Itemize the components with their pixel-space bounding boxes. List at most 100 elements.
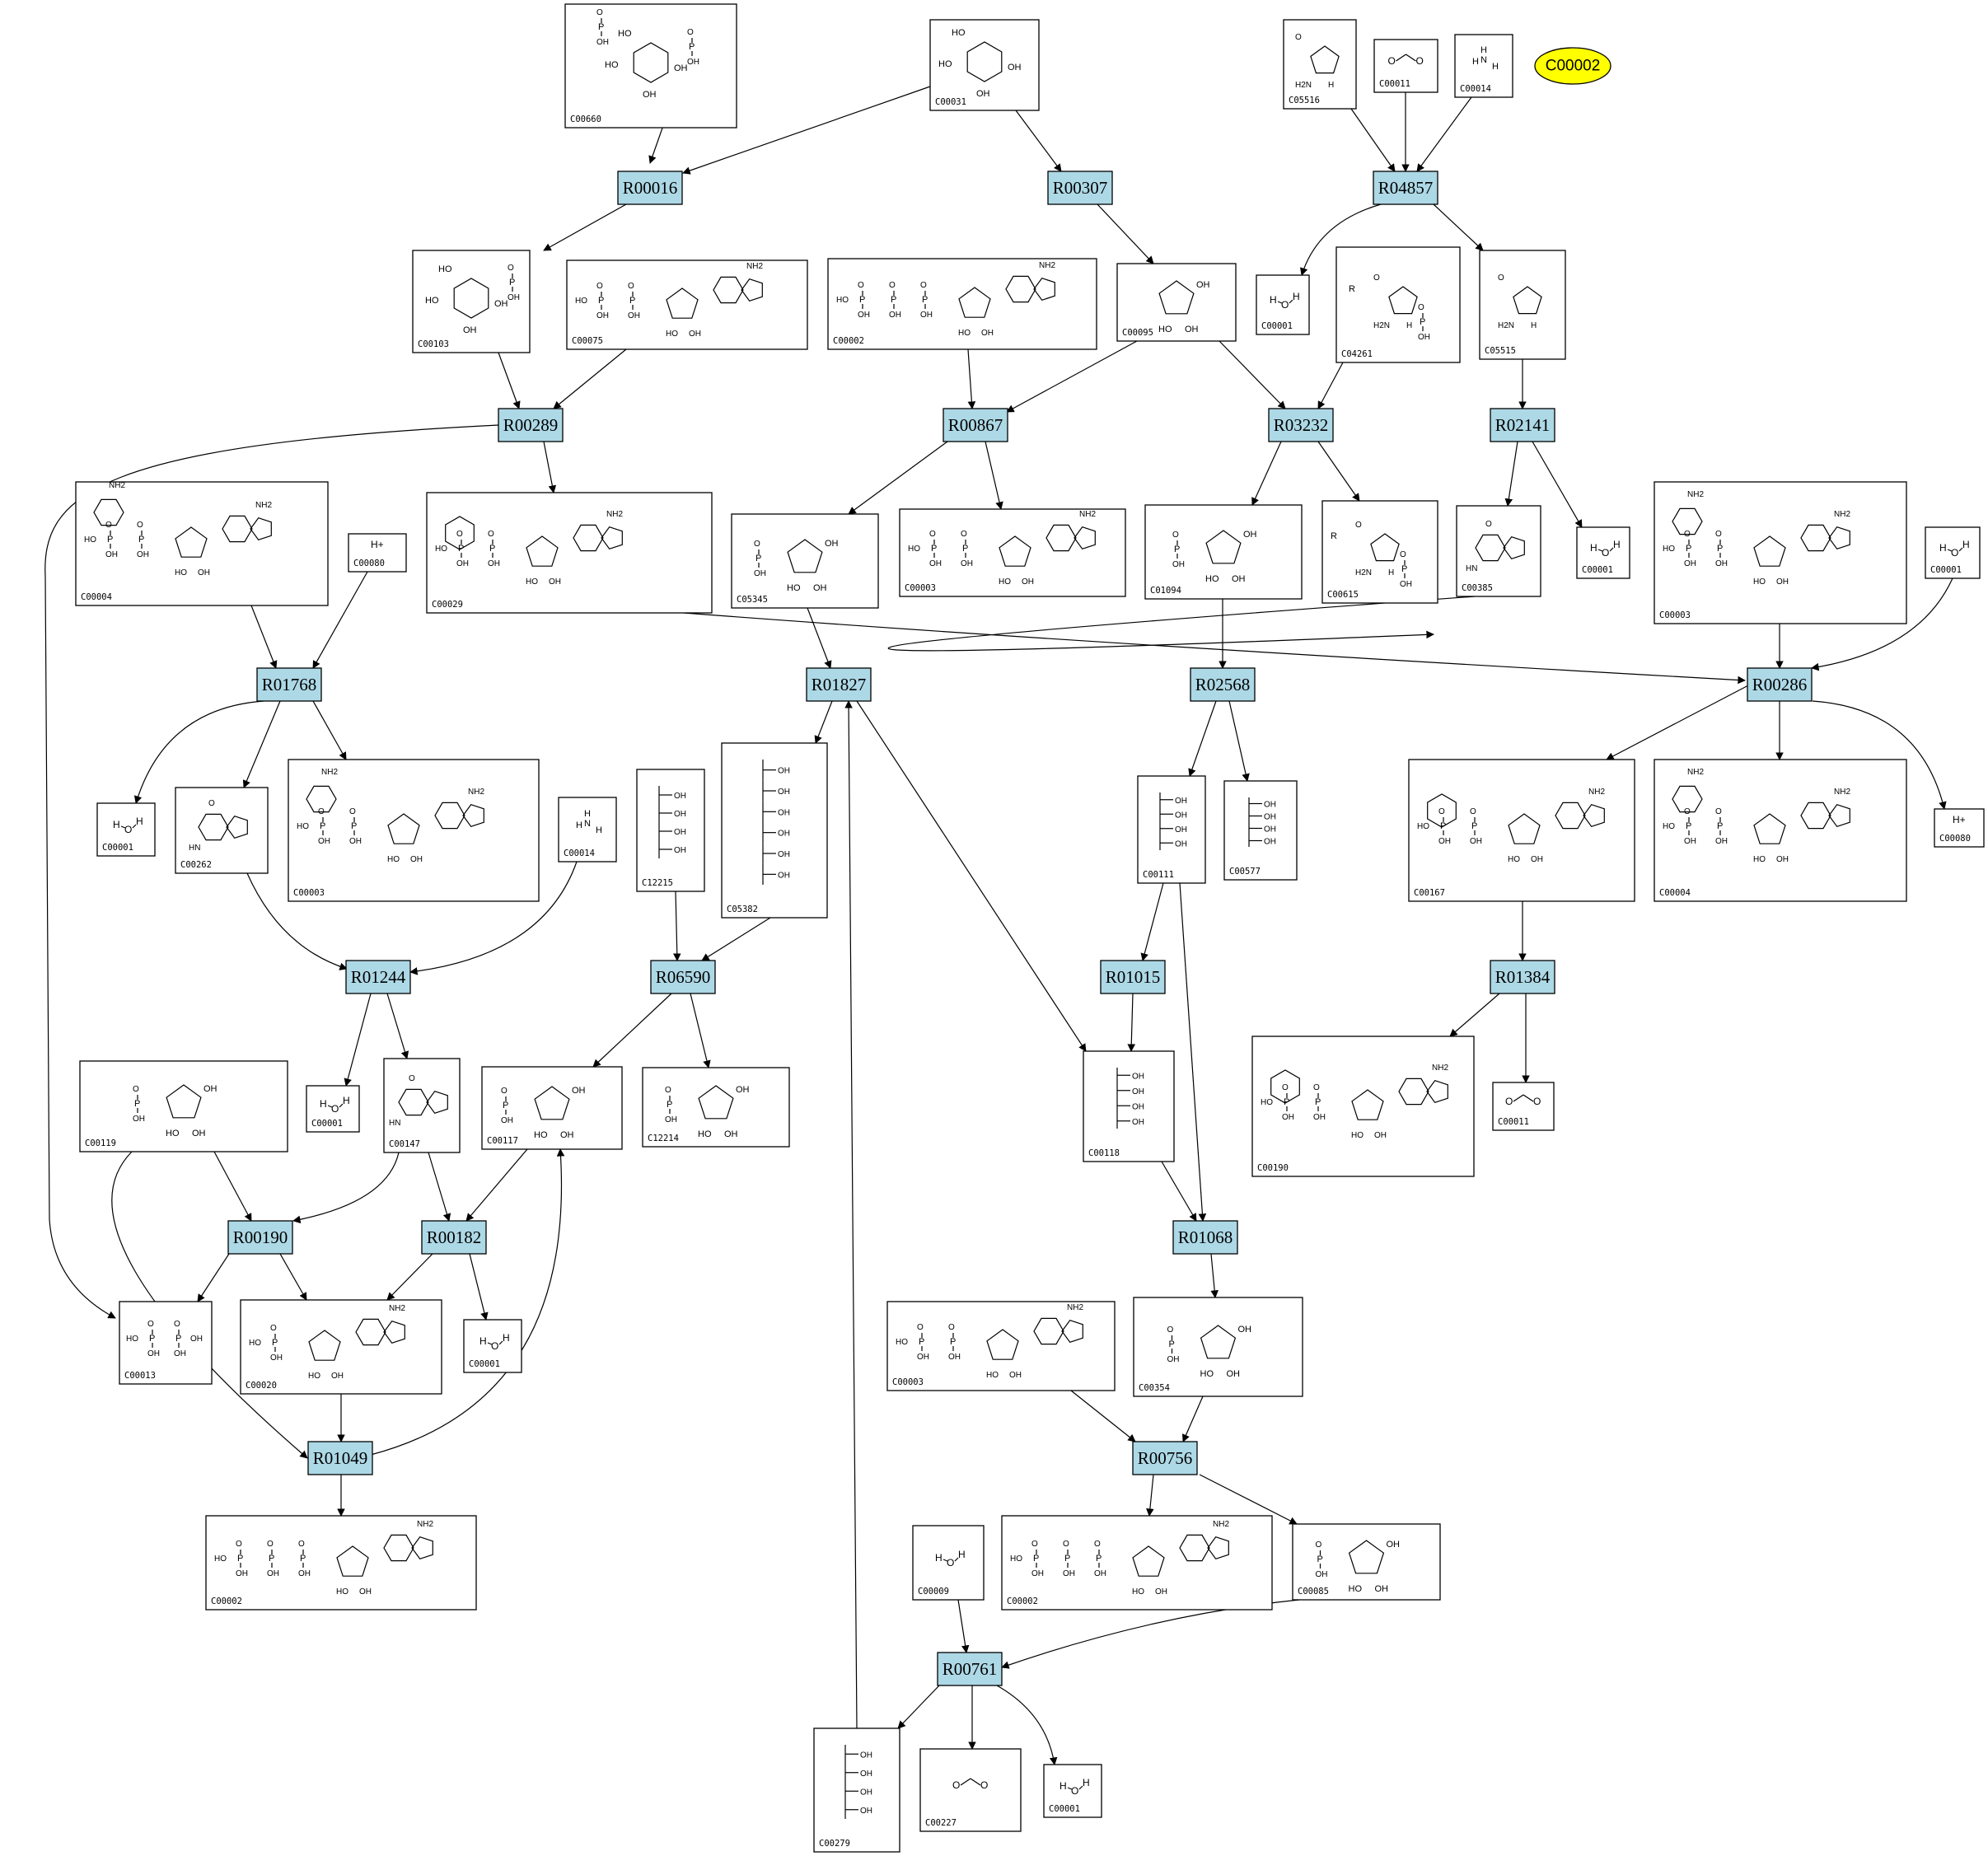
- compound-box[interactable]: [75, 481, 329, 606]
- compound-box[interactable]: [288, 759, 540, 902]
- compound-box[interactable]: [306, 1085, 360, 1133]
- reaction-box[interactable]: [256, 667, 322, 702]
- compound-box[interactable]: [481, 1066, 623, 1150]
- reaction-R00307[interactable]: R00307: [1047, 171, 1113, 205]
- compound-box[interactable]: [636, 769, 705, 892]
- compound-box[interactable]: [1001, 1515, 1273, 1611]
- reaction-box[interactable]: [937, 1652, 1003, 1686]
- compound-box[interactable]: [383, 1058, 461, 1153]
- reaction-box[interactable]: [1747, 667, 1813, 702]
- reaction-box[interactable]: [421, 1220, 487, 1255]
- reaction-box[interactable]: [943, 408, 1008, 442]
- reaction-R00756[interactable]: R00756: [1132, 1441, 1198, 1475]
- reaction-box[interactable]: [345, 960, 411, 994]
- compound-box[interactable]: [1137, 775, 1206, 884]
- reaction-R01068[interactable]: R01068: [1172, 1220, 1238, 1255]
- compound-box[interactable]: [1454, 34, 1513, 98]
- reaction-R01244[interactable]: R01244: [345, 960, 411, 994]
- compound-box[interactable]: [175, 787, 269, 874]
- compound-box[interactable]: [1292, 1523, 1441, 1601]
- reaction-box[interactable]: [498, 408, 564, 442]
- reaction-R00289[interactable]: R00289: [498, 408, 564, 442]
- compound-box[interactable]: [1408, 759, 1635, 902]
- reaction-box[interactable]: [227, 1220, 293, 1255]
- compound-box[interactable]: [899, 508, 1126, 597]
- reaction-box[interactable]: [1373, 171, 1438, 205]
- reaction-R00867[interactable]: R00867: [943, 408, 1008, 442]
- reaction-R04857[interactable]: R04857: [1373, 171, 1438, 205]
- reaction-R01384[interactable]: R01384: [1490, 960, 1555, 994]
- compound-box[interactable]: [79, 1060, 288, 1152]
- compound-box[interactable]: [1283, 19, 1357, 110]
- compound-box[interactable]: [1116, 263, 1237, 342]
- compound-box[interactable]: [1251, 1036, 1475, 1177]
- compound-box[interactable]: [240, 1299, 442, 1395]
- reaction-box[interactable]: [1132, 1441, 1198, 1475]
- highlight-node[interactable]: C00002: [1534, 47, 1611, 85]
- compound-box[interactable]: [1373, 39, 1438, 93]
- reaction-box[interactable]: [1190, 667, 1256, 702]
- reaction-R06590[interactable]: R06590: [650, 960, 716, 994]
- reaction-box[interactable]: [1490, 960, 1555, 994]
- compound-box[interactable]: [1456, 505, 1541, 597]
- reaction-R01768[interactable]: R01768: [256, 667, 322, 702]
- compound-box[interactable]: [412, 250, 531, 353]
- reaction-R00761[interactable]: R00761: [937, 1652, 1003, 1686]
- compound-box[interactable]: [348, 533, 407, 573]
- compound-box[interactable]: [1144, 504, 1303, 600]
- compound-box[interactable]: [1256, 274, 1310, 335]
- compound-box[interactable]: [721, 742, 828, 919]
- reaction-R01015[interactable]: R01015: [1100, 960, 1166, 994]
- compound-box[interactable]: [566, 259, 808, 350]
- reaction-box[interactable]: [1490, 408, 1555, 442]
- compound-C00080[interactable]: H+C00080: [1934, 808, 1985, 848]
- reaction-R00016[interactable]: R00016: [617, 171, 683, 205]
- reaction-box[interactable]: [1100, 960, 1166, 994]
- reaction-box[interactable]: [1172, 1220, 1238, 1255]
- compound-box[interactable]: [1576, 526, 1630, 579]
- compound-box[interactable]: [1654, 759, 1907, 902]
- compound-C00080[interactable]: H+C00080: [348, 533, 407, 573]
- compound-box[interactable]: [1479, 250, 1566, 360]
- reaction-R00286[interactable]: R00286: [1747, 667, 1813, 702]
- compound-box[interactable]: [1492, 1082, 1555, 1131]
- compound-box[interactable]: [96, 802, 156, 857]
- compound-box[interactable]: [813, 1727, 900, 1853]
- compound-box[interactable]: [929, 19, 1040, 111]
- compound-box[interactable]: [205, 1515, 477, 1611]
- compound-box[interactable]: [463, 1319, 522, 1373]
